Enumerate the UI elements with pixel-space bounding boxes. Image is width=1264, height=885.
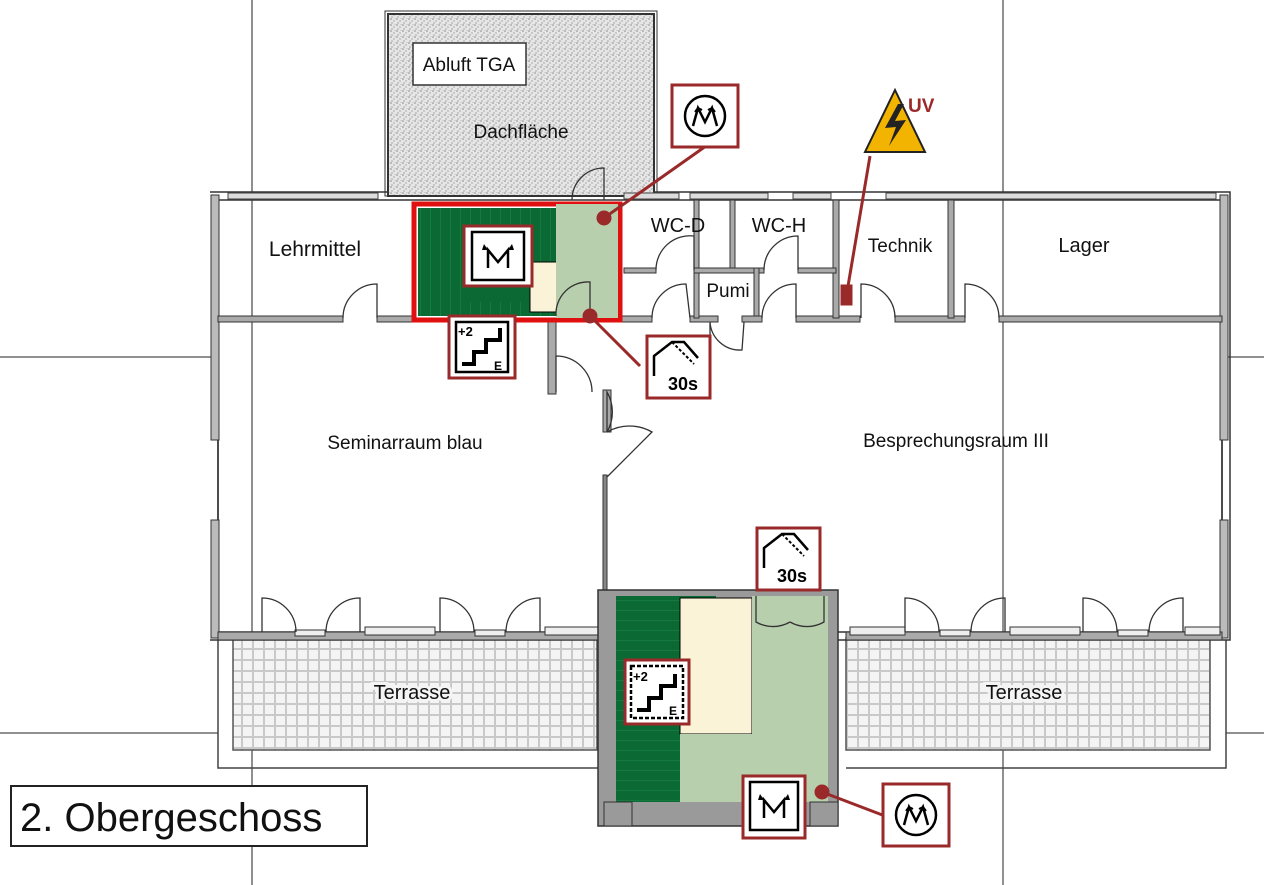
room-lehrmittel-label: Lehrmittel — [269, 238, 361, 261]
abluft-label: Abluft TGA — [423, 55, 516, 76]
smoke-detector-icon — [894, 793, 938, 837]
stair-sign-north-inner — [462, 224, 534, 288]
roof-label: Dachfläche — [473, 122, 568, 143]
abluft-box — [412, 42, 527, 86]
interior-walls — [217, 199, 1223, 591]
terrace-left-label: Terrasse — [374, 682, 451, 704]
high-voltage-warning-sign: UV — [863, 87, 935, 153]
room-pumi-label: Pumi — [706, 281, 749, 302]
terrace-right — [845, 637, 1211, 751]
room-wc-h-label: WC-H — [752, 215, 806, 237]
terrace-left — [232, 637, 598, 751]
stair-exit-letter: E — [669, 704, 677, 718]
room-wc-d-label: WC-D — [651, 215, 705, 237]
terrace-doors — [261, 597, 1184, 633]
uv-label: UV — [908, 96, 935, 117]
room-technik-label: Technik — [868, 236, 933, 257]
smoke-detector-icon — [683, 94, 727, 138]
staircase-icon — [637, 674, 677, 712]
roof-area-frame — [384, 10, 658, 197]
terrace-outline — [217, 640, 1227, 769]
stair-level-label: +2 — [458, 324, 473, 339]
terrace-right-label: Terrasse — [986, 682, 1063, 704]
staircase-icon — [482, 244, 514, 268]
outer-walls — [210, 191, 1231, 641]
staircase-icon — [758, 794, 790, 818]
roof-area — [387, 13, 655, 197]
door-timer-sign-south: 30s — [755, 526, 822, 592]
interior-doors — [342, 167, 1000, 478]
stair-level-label: +2 — [633, 669, 648, 684]
door-timer-sign-north: 30s — [645, 334, 712, 400]
top-windows — [227, 192, 1217, 200]
stair-exit-sign-north: +2 E — [447, 314, 517, 380]
sign-connectors — [582, 144, 886, 818]
stair-exit-sign-south: +2 E — [623, 658, 691, 726]
floor-title: 2. Obergeschoss — [10, 785, 368, 847]
room-lager-label: Lager — [1058, 235, 1109, 257]
staircase-icon — [462, 328, 502, 366]
room-besprechung-label: Besprechungsraum III — [863, 431, 1049, 452]
smoke-detector-sign-top — [670, 83, 740, 149]
timer-label: 30s — [668, 374, 698, 394]
room-seminar-label: Seminarraum blau — [327, 433, 482, 454]
stair-sign-south-inner — [741, 774, 807, 840]
timer-label: 30s — [777, 566, 807, 586]
smoke-detector-sign-bottom — [881, 782, 951, 848]
stair-exit-letter: E — [494, 359, 502, 373]
